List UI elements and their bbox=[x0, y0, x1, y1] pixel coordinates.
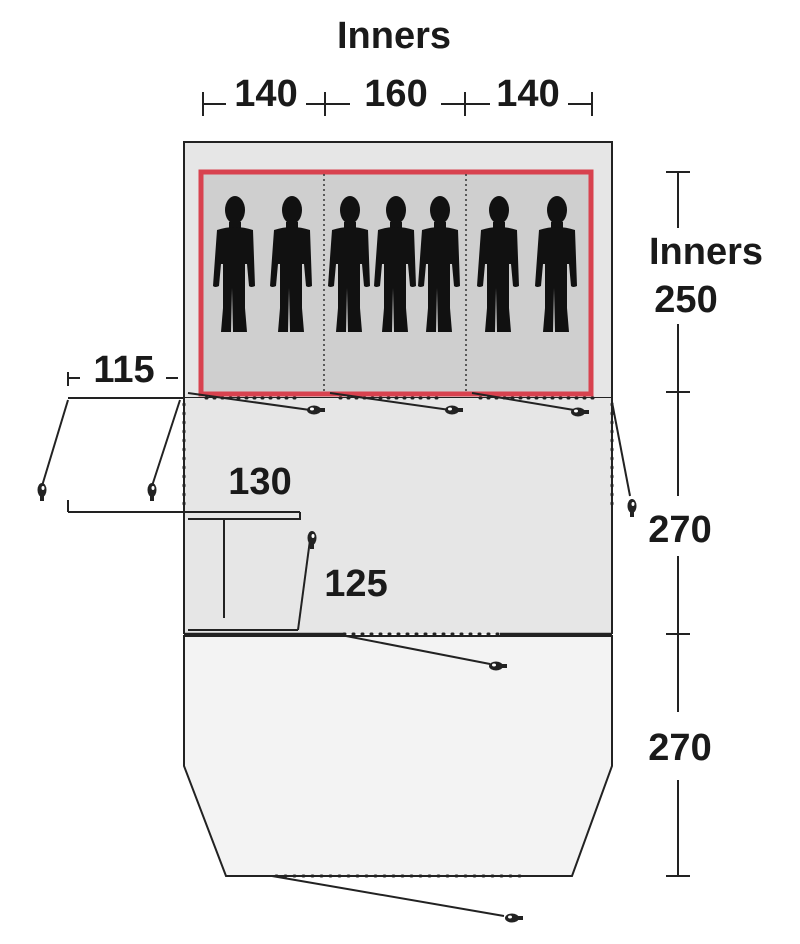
inner-doors bbox=[187, 392, 575, 411]
front-guy-line bbox=[271, 875, 505, 917]
canopy-width-label: 115 bbox=[93, 349, 154, 391]
porch-width-label: 130 bbox=[228, 461, 291, 503]
inner-depth-label: 250 bbox=[654, 279, 717, 321]
side-dimension-lines bbox=[666, 171, 690, 877]
porch-depth-label: 125 bbox=[324, 563, 387, 605]
living-area bbox=[184, 398, 612, 634]
inner-dividers bbox=[323, 174, 467, 392]
side-heading: Inners bbox=[649, 231, 763, 273]
front-porch-area bbox=[183, 635, 613, 877]
inner-width-2: 160 bbox=[364, 73, 427, 115]
inner-width-3: 140 bbox=[496, 73, 559, 115]
tent-peg-icon bbox=[505, 913, 523, 923]
top-heading: Inners bbox=[337, 15, 451, 57]
porch-guy-line bbox=[345, 635, 491, 665]
right-guy-line bbox=[611, 401, 631, 497]
side-canopy bbox=[41, 372, 301, 520]
top-dimension-lines bbox=[202, 92, 593, 116]
porch-storage bbox=[188, 518, 311, 631]
inner-width-1: 140 bbox=[234, 73, 297, 115]
living-area-wall bbox=[183, 398, 613, 634]
tent-peg-icon bbox=[147, 483, 157, 501]
living-depth-label: 270 bbox=[648, 509, 711, 551]
tent-peg-icon bbox=[37, 483, 47, 501]
porch-depth-side-label: 270 bbox=[648, 727, 711, 769]
tent-peg-icon bbox=[627, 499, 637, 517]
